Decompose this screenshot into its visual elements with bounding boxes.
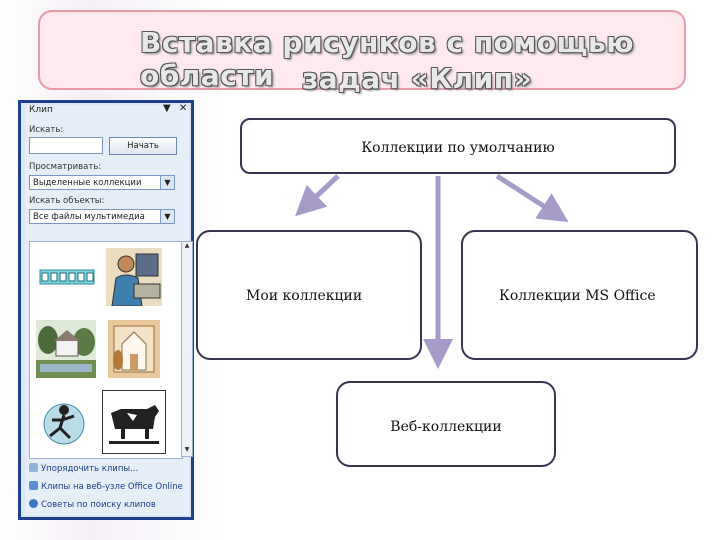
office-online-link[interactable]: Клипы на веб-узле Office Online <box>29 481 183 492</box>
clip-thumbnail[interactable] <box>34 392 96 452</box>
media-type-dropdown-value: Все файлы мультимедиа <box>33 212 145 222</box>
search-tips-link[interactable]: Советы по поиску клипов <box>29 499 156 510</box>
result-type-label: Искать объекты: <box>29 196 105 206</box>
slide-title-line-2: задач «Клип» <box>302 62 533 95</box>
view-in-label: Просматривать: <box>29 162 102 172</box>
clip-gallery <box>29 241 183 459</box>
default-collections-label: Коллекции по умолчанию <box>361 140 555 156</box>
house-landscape-clip-image <box>36 320 96 378</box>
running-figure-clip-image <box>43 403 85 445</box>
search-tips-link-label: Советы по поиску клипов <box>41 500 156 510</box>
slide-title-box: Вставка рисунков с помощью области задач… <box>38 10 686 95</box>
collections-dropdown-value: Выделенные коллекции <box>33 178 142 188</box>
search-label: Искать: <box>29 125 64 135</box>
scroll-down-arrow-icon[interactable]: ▼ <box>184 446 190 453</box>
close-icon[interactable]: ✕ <box>179 103 188 114</box>
pattern-strip-clip-image <box>39 269 95 285</box>
gallery-scrollbar[interactable]: ▲ ▼ <box>181 241 193 457</box>
office-online-link-label: Клипы на веб-узле Office Online <box>41 482 183 492</box>
web-collections-label: Веб-коллекции <box>390 419 502 435</box>
organize-clips-link[interactable]: Упорядочить клипы... <box>29 463 138 474</box>
church-painting-clip-image <box>108 320 160 378</box>
media-type-dropdown[interactable]: Все файлы мультимедиа ▼ <box>29 209 175 224</box>
clip-thumbnail[interactable] <box>36 320 96 378</box>
clip-thumbnail[interactable] <box>108 320 160 378</box>
clip-organizer-icon <box>29 463 38 472</box>
pane-menu-chevron-icon[interactable]: ▼ <box>163 103 171 114</box>
chevron-down-icon[interactable]: ▼ <box>160 210 174 223</box>
chevron-down-icon[interactable]: ▼ <box>160 176 174 189</box>
start-search-button[interactable]: Начать <box>109 137 177 155</box>
help-icon <box>29 499 38 508</box>
person-at-computer-clip-image <box>106 248 162 307</box>
cow-clip-image <box>109 405 159 444</box>
web-collections-node: Веб-коллекции <box>336 381 556 467</box>
search-input[interactable] <box>29 137 103 154</box>
task-pane-title: Клип <box>29 105 53 115</box>
collections-dropdown[interactable]: Выделенные коллекции ▼ <box>29 175 175 190</box>
organize-clips-link-label: Упорядочить клипы... <box>41 464 139 474</box>
clip-thumbnail[interactable] <box>106 248 162 307</box>
my-collections-node: Мои коллекции <box>196 230 422 360</box>
clip-thumbnail[interactable] <box>38 248 96 306</box>
globe-icon <box>29 481 38 490</box>
ms-office-collections-label: Коллекции MS Office <box>499 288 656 304</box>
arrow-to-my-collections <box>295 174 340 217</box>
default-collections-node: Коллекции по умолчанию <box>240 118 676 174</box>
arrow-to-ms-office-collections <box>495 173 569 223</box>
slide-title-line-1: Вставка рисунков с помощью области <box>140 26 634 92</box>
clip-thumbnail[interactable] <box>102 390 166 454</box>
scroll-up-arrow-icon[interactable]: ▲ <box>184 242 190 249</box>
ms-office-collections-node: Коллекции MS Office <box>461 230 698 360</box>
task-pane-body: Клип ▼ ✕ Искать: Начать Просматривать: В… <box>25 103 193 515</box>
my-collections-label: Мои коллекции <box>246 288 363 304</box>
clip-art-task-pane: Клип ▼ ✕ Искать: Начать Просматривать: В… <box>18 100 194 520</box>
